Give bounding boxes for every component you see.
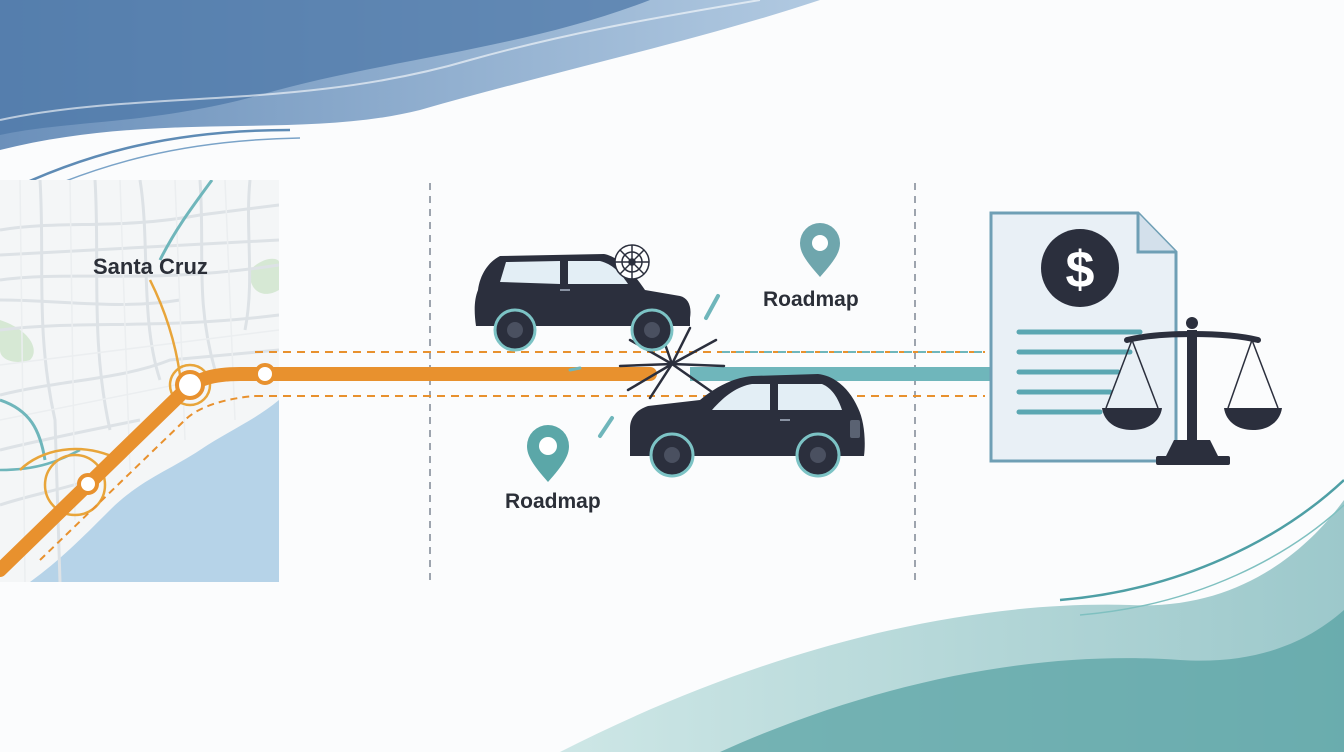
dollar-icon: $ — [1041, 229, 1119, 307]
route — [0, 351, 990, 577]
legal-document — [989, 211, 1178, 463]
currency-symbol: $ — [1066, 241, 1095, 299]
marker-label: Roadmap — [763, 288, 859, 311]
bottom-wave-decoration — [560, 479, 1344, 752]
collision-burst-icon — [568, 294, 726, 438]
map-pin-icon — [800, 223, 840, 277]
top-wave-decoration — [0, 0, 820, 211]
marker-label: Roadmap — [505, 490, 601, 513]
text-lines — [1016, 329, 1143, 415]
water-area — [30, 400, 279, 582]
city-label: Santa Cruz — [93, 254, 208, 279]
scales-of-justice-icon — [1102, 317, 1282, 465]
steering-wheel-icon — [614, 244, 650, 280]
map-pin-icon — [527, 425, 569, 482]
car-icon — [630, 374, 865, 478]
car-icon — [474, 254, 691, 352]
